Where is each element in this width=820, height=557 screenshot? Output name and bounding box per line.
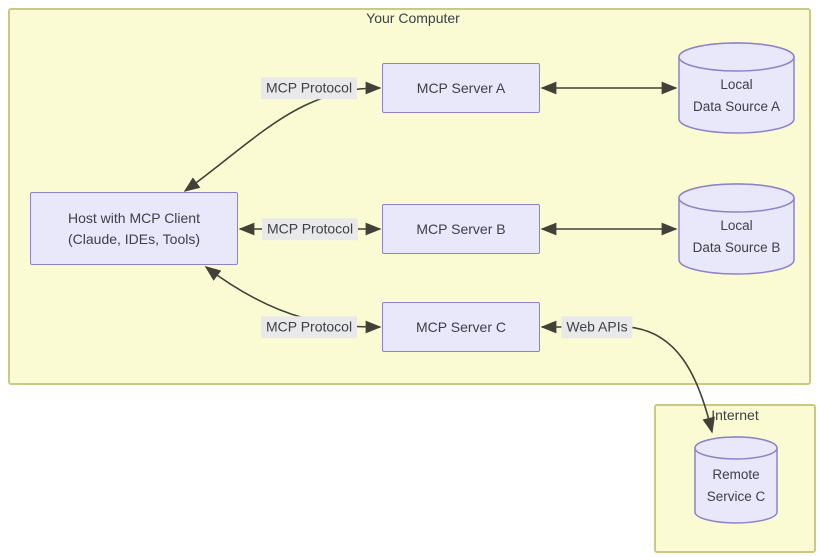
cylinder-shape bbox=[694, 436, 778, 524]
mcp-server-b-node: MCP Server B bbox=[382, 204, 540, 254]
local-data-source-b-label-line2: Data Source B bbox=[692, 239, 781, 255]
host-node-label-line2: (Claude, IDEs, Tools) bbox=[67, 230, 200, 247]
host-node-label-line1: Host with MCP Client bbox=[67, 209, 200, 226]
mcp-server-c-node: MCP Server C bbox=[382, 302, 540, 352]
internet-title: Internet bbox=[711, 407, 759, 423]
host-node: Host with MCP Client (Claude, IDEs, Tool… bbox=[30, 192, 238, 265]
edge-host-server-a bbox=[183, 81, 382, 192]
cylinder-shape bbox=[678, 42, 795, 134]
local-data-source-a-cylinder: Local Data Source A bbox=[678, 42, 795, 135]
remote-service-c-label-line2: Service C bbox=[706, 488, 766, 504]
local-data-source-b-label-line1: Local bbox=[720, 217, 753, 233]
cylinder-shape bbox=[678, 183, 795, 275]
mcp-protocol-label-c: MCP Protocol bbox=[260, 316, 358, 338]
remote-service-c-label-line1: Remote bbox=[712, 466, 760, 482]
local-data-source-a-label-line2: Data Source A bbox=[692, 98, 781, 114]
mcp-protocol-label-b: MCP Protocol bbox=[261, 218, 359, 240]
local-data-source-b-cylinder: Local Data Source B bbox=[678, 183, 795, 276]
remote-service-c-cylinder: Remote Service C bbox=[694, 436, 778, 524]
web-apis-label: Web APIs bbox=[561, 316, 633, 338]
mcp-server-c-label: MCP Server C bbox=[416, 318, 506, 335]
mcp-server-a-node: MCP Server A bbox=[382, 63, 540, 113]
your-computer-title: Your Computer bbox=[366, 10, 460, 26]
mcp-protocol-label-a: MCP Protocol bbox=[260, 77, 358, 99]
edge-server-c-remote-c bbox=[540, 320, 715, 434]
mcp-server-b-label: MCP Server B bbox=[416, 220, 506, 237]
mcp-server-a-label: MCP Server A bbox=[416, 79, 506, 96]
local-data-source-a-label-line1: Local bbox=[720, 76, 753, 92]
